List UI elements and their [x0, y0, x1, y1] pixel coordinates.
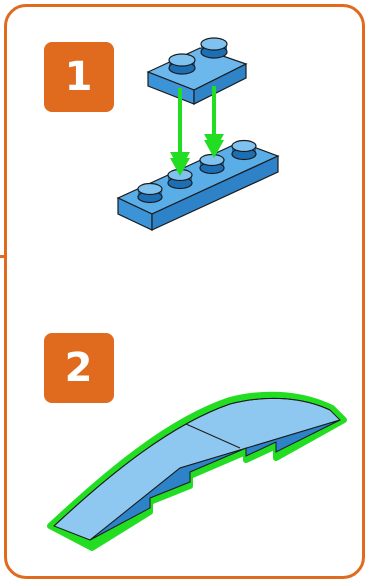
stud: [231, 139, 257, 161]
curved-slope-brick: [47, 391, 347, 551]
step-1-number: 1: [64, 54, 94, 100]
step-1-badge: 1: [44, 42, 114, 112]
stud: [199, 153, 225, 175]
plate-1x2: [146, 37, 248, 105]
stud: [137, 182, 163, 204]
plate-1x4: [116, 139, 280, 231]
page-edge-tick: [0, 255, 6, 258]
step-2-number: 2: [64, 345, 94, 391]
step-2-badge: 2: [44, 333, 114, 403]
stud: [200, 37, 228, 59]
stud: [168, 53, 196, 75]
